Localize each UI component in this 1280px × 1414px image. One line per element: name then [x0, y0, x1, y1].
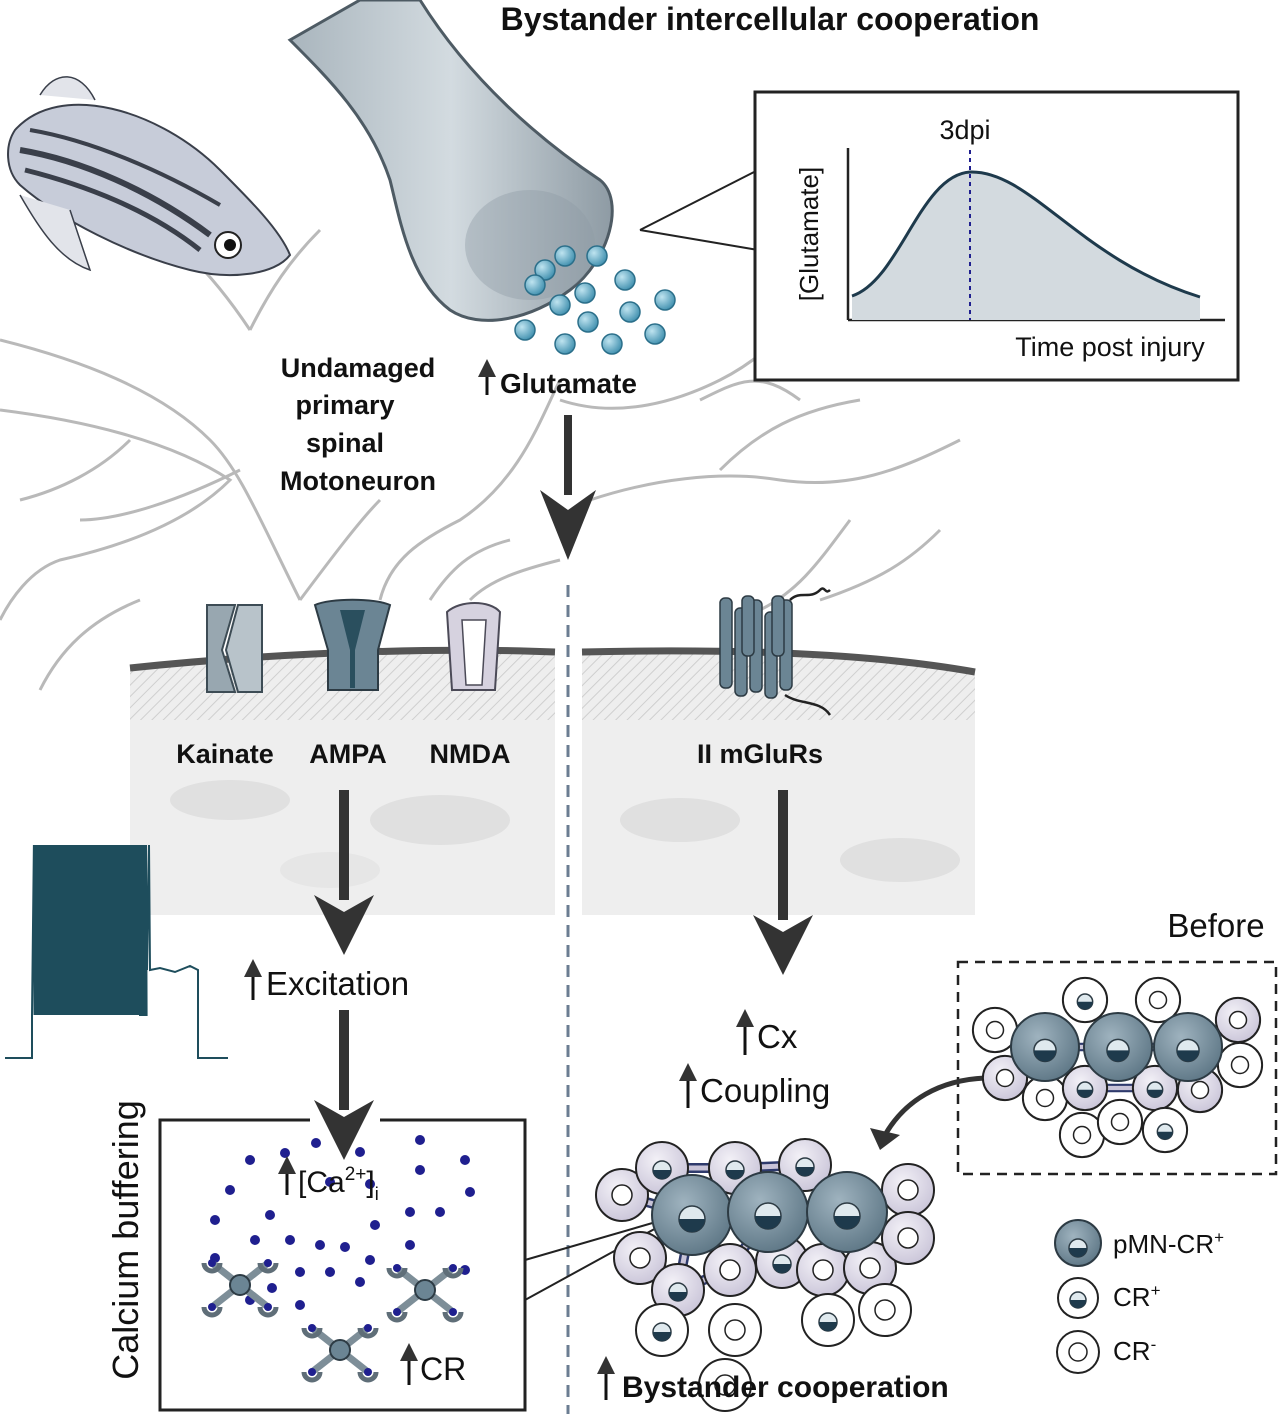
action-potential-trace: [5, 844, 228, 1059]
vesicle: [654, 289, 676, 311]
coupling-label: Coupling: [700, 1072, 830, 1109]
vesicle: [574, 282, 596, 304]
bystander-label: Bystander cooperation: [622, 1371, 949, 1404]
before-to-after-arrow: [882, 1075, 986, 1137]
calcium-ion: [315, 1240, 325, 1250]
calcium-ion: [245, 1155, 255, 1165]
vesicle: [549, 294, 571, 316]
calcium-ion: [465, 1187, 475, 1197]
vesicle: [524, 274, 546, 296]
left-arrow-2: [314, 1010, 374, 1160]
calcium-ion: [340, 1242, 350, 1252]
calretinin-molecules: [201, 1259, 464, 1383]
ampa-label: AMPA: [309, 739, 387, 769]
glutamate-curve: [851, 170, 1201, 299]
legend-item-cr-plus: CR+: [1057, 1277, 1161, 1319]
vesicle: [514, 319, 536, 341]
x-axis-label: Time post injury: [1015, 332, 1205, 362]
legend-item-cr-minus: CR-: [1056, 1330, 1156, 1374]
neuron-label-line2: primary: [295, 390, 394, 420]
calcium-ion: [370, 1220, 380, 1230]
calcium-ion: [311, 1138, 321, 1148]
legend: pMN-CR+ CR+ CR-: [1054, 1219, 1224, 1374]
mglur-receptor-icon: [719, 587, 832, 716]
cr-label: CR: [420, 1351, 466, 1387]
before-label: Before: [1167, 907, 1264, 944]
calcium-ion: [355, 1147, 365, 1157]
zebrafish-illustration: [7, 76, 292, 276]
nmda-receptor-icon: [445, 602, 502, 691]
calcium-ion: [325, 1267, 335, 1277]
legend-item-pmn: pMN-CR+: [1054, 1219, 1224, 1267]
calretinin-molecule: [386, 1264, 464, 1323]
y-axis-label: [Glutamate]: [794, 167, 824, 301]
vesicle: [644, 323, 666, 345]
vesicle: [619, 301, 641, 323]
calcium-ion: [267, 1283, 277, 1293]
calcium-ion: [435, 1207, 445, 1217]
calcium-buffering-label: Calcium buffering: [105, 1100, 146, 1379]
legend-label-cr-plus: CR+: [1113, 1281, 1161, 1312]
calcium-ions: [210, 1135, 475, 1310]
calcium-ion: [295, 1300, 305, 1310]
calcium-ion: [405, 1240, 415, 1250]
vesicle: [554, 245, 576, 267]
cell-network-before: [971, 976, 1264, 1159]
mglur-label: II mGluRs: [697, 739, 823, 769]
calcium-ion: [325, 1177, 335, 1187]
calcium-ion: [225, 1185, 235, 1195]
cx-label: Cx: [757, 1018, 798, 1055]
vesicle: [577, 311, 599, 333]
neuron-label-line3: spinal: [306, 428, 384, 458]
calcium-box: [Ca2+]i CR: [158, 1118, 527, 1412]
glutamate-down-arrow: [540, 415, 596, 560]
glutamate-increase-label: Glutamate: [478, 359, 637, 399]
calcium-concentration-label: [Ca2+]i: [298, 1164, 379, 1204]
vesicle: [586, 245, 608, 267]
inset-plot: 3dpi [Glutamate] Time post injury: [753, 90, 1240, 382]
vesicle: [601, 333, 623, 355]
legend-label-pmn: pMN-CR+: [1113, 1228, 1224, 1259]
neuron-label-line4: Motoneuron: [280, 466, 436, 496]
calcium-ion: [415, 1165, 425, 1175]
calcium-ion: [405, 1207, 415, 1217]
calcium-ion: [210, 1215, 220, 1225]
calretinin-molecule: [201, 1259, 279, 1318]
kainate-receptor-icon: [206, 604, 263, 693]
membrane-right: [581, 647, 976, 915]
excitation-label: Excitation: [266, 965, 409, 1002]
vesicle: [614, 269, 636, 291]
vesicle: [534, 259, 556, 281]
peak-label: 3dpi: [939, 115, 990, 145]
cell-network-after: [595, 1138, 935, 1412]
calcium-ion: [460, 1155, 470, 1165]
nmda-label: NMDA: [430, 739, 511, 769]
vesicle: [554, 333, 576, 355]
calcium-ion: [295, 1267, 305, 1277]
ampa-receptor-icon: [313, 598, 392, 691]
before-box: [956, 960, 1278, 1176]
calcium-ion: [265, 1210, 275, 1220]
left-arrow-1: [314, 790, 374, 955]
calretinin-molecule: [301, 1324, 379, 1383]
calcium-ion: [280, 1148, 290, 1158]
legend-label-cr-minus: CR-: [1113, 1335, 1156, 1366]
calcium-ion: [285, 1235, 295, 1245]
kainate-label: Kainate: [176, 739, 274, 769]
calcium-ion: [250, 1235, 260, 1245]
calcium-ion: [355, 1277, 365, 1287]
figure-title: Bystander intercellular cooperation: [501, 1, 1040, 37]
neuron-label: Undamaged primary spinal Motoneuron: [280, 353, 436, 496]
right-arrow: [753, 790, 813, 975]
calcium-ion: [365, 1179, 375, 1189]
axon-terminal: [287, 0, 614, 322]
glutamate-vesicles: [514, 245, 676, 355]
glutamate-curve-fill: [852, 171, 1200, 320]
neuron-label-line1: Undamaged: [281, 353, 436, 383]
calcium-ion: [365, 1255, 375, 1265]
calcium-ion: [415, 1135, 425, 1145]
glutamate-label: Glutamate: [500, 368, 637, 399]
